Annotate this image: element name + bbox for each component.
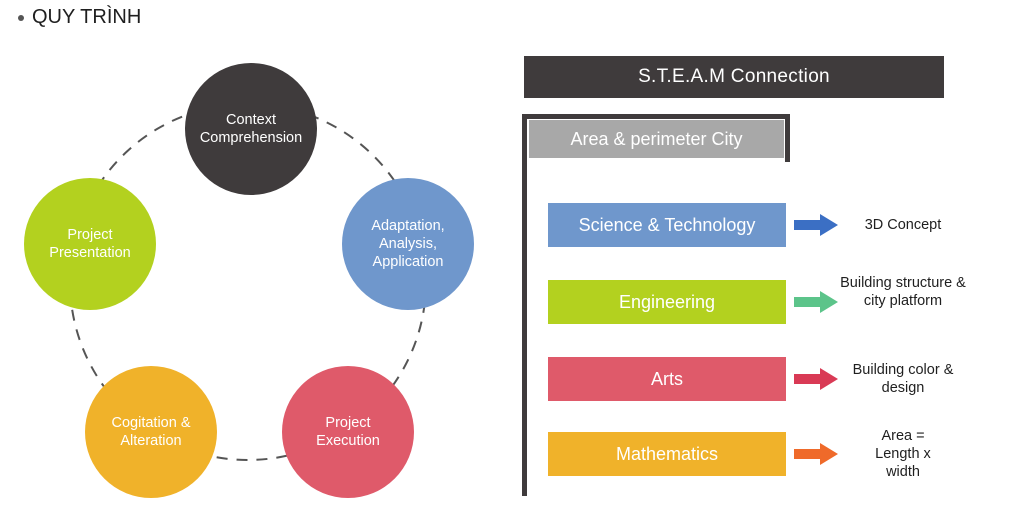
arrow-right-icon — [794, 443, 838, 465]
result-science: 3D Concept — [838, 216, 968, 234]
steam-mathematics-box: Mathematics — [548, 432, 786, 476]
area-perimeter-box: Area & perimeter City — [529, 120, 784, 158]
section-heading-text: QUY TRÌNH — [32, 6, 142, 28]
cycle-node-presentation-label: Project Presentation — [49, 227, 131, 261]
result-mathematics-text: Area = Length x width — [875, 428, 931, 480]
steam-connection-title-text: S.T.E.A.M Connection — [638, 66, 830, 87]
result-science-text: 3D Concept — [864, 217, 942, 233]
cycle-node-cogitation: Cogitation & Alteration — [85, 366, 217, 498]
bullet-icon — [18, 14, 24, 21]
steam-arts-box: Arts — [548, 357, 786, 401]
arrow-right-icon — [794, 291, 838, 313]
bracket-line-top — [522, 114, 790, 119]
result-engineering-text: Building structure & city platform — [840, 275, 966, 309]
steam-mathematics-label: Mathematics — [615, 443, 719, 464]
steam-connection-title: S.T.E.A.M Connection — [524, 56, 944, 98]
area-perimeter-label: Area & perimeter City — [570, 128, 743, 149]
arrow-right-icon — [794, 368, 838, 390]
bracket-line-vertical — [522, 116, 527, 496]
result-engineering: Building structure & city platform — [838, 274, 968, 310]
cycle-node-execution-label: Project Execution — [316, 415, 380, 449]
result-arts-text: Building color & design — [852, 362, 954, 396]
result-arts: Building color & design — [838, 361, 968, 397]
cycle-node-presentation: Project Presentation — [24, 178, 156, 310]
result-mathematics: Area = Length x width — [838, 427, 968, 481]
arrow-right-icon — [794, 214, 838, 236]
cycle-node-execution: Project Execution — [282, 366, 414, 498]
cycle-node-context-label: Context Comprehension — [199, 112, 303, 146]
steam-science-label: Science & Technology — [578, 214, 756, 235]
section-heading: QUY TRÌNH — [18, 6, 141, 29]
bracket-line-right — [785, 114, 790, 162]
cycle-node-adaptation-label: Adaptation, Analysis, Application — [371, 218, 445, 270]
steam-arts-label: Arts — [650, 368, 683, 389]
cycle-node-cogitation-label: Cogitation & Alteration — [111, 415, 191, 449]
steam-science-box: Science & Technology — [548, 203, 786, 247]
cycle-node-adaptation: Adaptation, Analysis, Application — [342, 178, 474, 310]
steam-engineering-box: Engineering — [548, 280, 786, 324]
cycle-node-context: Context Comprehension — [185, 63, 317, 195]
steam-engineering-label: Engineering — [618, 291, 716, 312]
